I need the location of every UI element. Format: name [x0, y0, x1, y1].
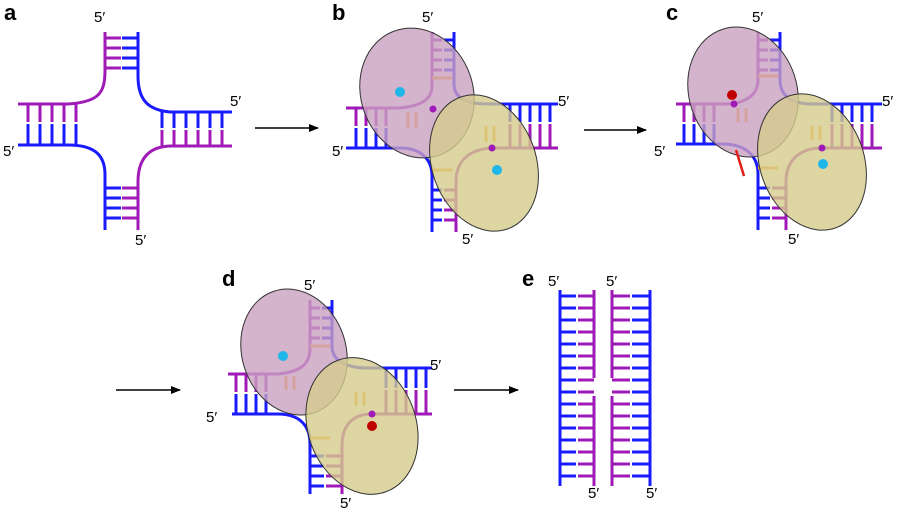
panel-label-c: c [666, 0, 678, 25]
panel-label-b: b [332, 0, 345, 25]
panel-label-e: e [522, 266, 534, 291]
phosphate-dot [730, 100, 738, 108]
five-prime-label: 5′ [646, 485, 657, 502]
cleavage-site-dot [727, 90, 737, 100]
panel-b: b 5′ 5′ 5′ 5′ [332, 0, 569, 248]
five-prime-label: 5′ [3, 143, 14, 160]
five-prime-label: 5′ [206, 409, 217, 426]
nick-site-marker [734, 149, 746, 177]
phosphate-dot [429, 105, 437, 113]
holliday-junction-a [18, 32, 232, 230]
five-prime-label: 5′ [548, 273, 559, 290]
five-prime-label: 5′ [430, 357, 441, 374]
cleavage-site-dot [367, 421, 377, 431]
five-prime-label: 5′ [422, 9, 433, 26]
panel-a: a 5′ 5′ 5′ 5′ [3, 0, 241, 249]
panel-label-d: d [222, 266, 235, 291]
panel-d: d 5′ 5′ 5′ 5′ [116, 266, 441, 511]
five-prime-label: 5′ [882, 93, 893, 110]
resolved-duplex-left [558, 290, 596, 486]
active-site-dot [395, 87, 405, 97]
five-prime-label: 5′ [332, 143, 343, 160]
five-prime-label: 5′ [230, 93, 241, 110]
active-site-dot [818, 159, 828, 169]
active-site-dot [492, 165, 502, 175]
five-prime-label: 5′ [606, 273, 617, 290]
phosphate-dot [368, 410, 376, 418]
five-prime-label: 5′ [340, 495, 351, 511]
active-site-dot [278, 351, 288, 361]
resolvase-monomer-olive [429, 94, 539, 232]
five-prime-label: 5′ [558, 93, 569, 110]
resolvase-monomer-olive [757, 93, 867, 231]
panel-e: e 5′ 5′ 5′ 5′ [522, 266, 657, 502]
resolvase-monomer-olive [305, 357, 419, 495]
five-prime-label: 5′ [788, 231, 799, 248]
five-prime-label: 5′ [654, 143, 665, 160]
five-prime-label: 5′ [135, 232, 146, 249]
five-prime-label: 5′ [752, 9, 763, 26]
five-prime-label: 5′ [94, 9, 105, 26]
panel-c: c 5′ 5′ 5′ 5′ [654, 0, 893, 248]
phosphate-dot [818, 144, 826, 152]
five-prime-label: 5′ [588, 485, 599, 502]
five-prime-label: 5′ [462, 231, 473, 248]
panel-label-a: a [4, 0, 17, 25]
phosphate-dot [488, 144, 496, 152]
resolved-duplex-right [610, 290, 652, 486]
five-prime-label: 5′ [304, 277, 315, 294]
